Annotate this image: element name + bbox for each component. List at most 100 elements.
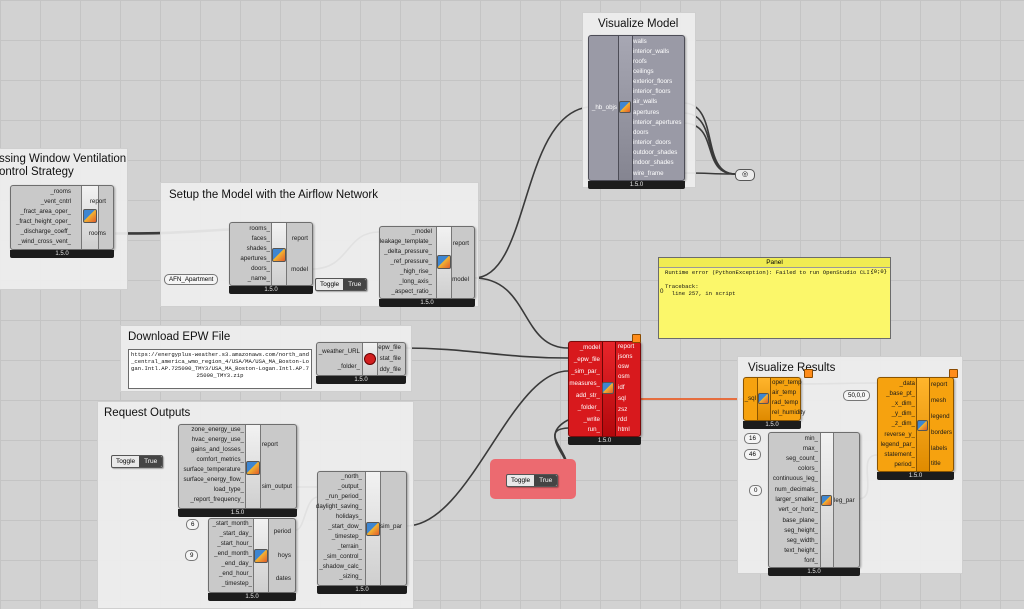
input-rooms[interactable]: _rooms (50, 188, 71, 195)
input-data[interactable]: _data (899, 380, 915, 387)
sim-output-component[interactable]: zone_energy_use_ hvac_energy_use_ gains_… (178, 424, 297, 517)
input-timestep[interactable]: _timestep_ (331, 533, 362, 540)
input-zone-energy[interactable]: zone_energy_use_ (191, 426, 244, 433)
input-add-str[interactable]: add_str_ (575, 392, 600, 399)
input-reverse-y[interactable]: reverse_y_ (884, 431, 915, 438)
input-end-hour[interactable]: _end_hour_ (218, 570, 252, 577)
output-report[interactable]: report (931, 381, 948, 388)
input-base-pt[interactable]: _base_pt_ (886, 390, 915, 397)
afn-model-component[interactable]: _model leakage_template_ _delta_pressure… (379, 226, 475, 307)
min-param[interactable]: 16 (744, 433, 761, 444)
input-seg-height[interactable]: seg_height_ (784, 527, 818, 534)
preview-relay[interactable]: ◎ (735, 169, 755, 181)
input-sizing[interactable]: _sizing_ (339, 573, 362, 580)
input-larger-smaller[interactable]: larger_smaller_ (775, 496, 818, 503)
output-air-temp[interactable]: air_temp (772, 389, 797, 396)
input-doors[interactable]: doors_ (251, 265, 270, 272)
input-terrain[interactable]: _terrain_ (337, 543, 362, 550)
visualize-model-component[interactable]: _hb_objs walls interior_walls roofs ceil… (588, 35, 685, 189)
output-hoys[interactable]: hoys (277, 552, 291, 559)
recolor-mesh-component[interactable]: _data _base_pt_ _x_dim_ _y_dim_ _z_dim_ … (877, 377, 954, 480)
input-vert-or-horiz[interactable]: vert_or_horiz_ (778, 506, 818, 513)
output-mesh[interactable]: mesh (931, 397, 947, 404)
input-start-day[interactable]: _start_day_ (219, 530, 252, 537)
input-name[interactable]: _name_ (247, 275, 270, 282)
input-text-height[interactable]: text_height_ (784, 547, 818, 554)
output-interior-apertures[interactable]: interior_apertures (633, 119, 682, 126)
input-legend-par[interactable]: legend_par_ (880, 441, 915, 448)
output-sql[interactable]: sql (618, 395, 626, 402)
run-simulation-component[interactable]: _model _epw_file _sim_par_ measures_ add… (568, 341, 641, 445)
outputs-toggle[interactable]: Toggle True (111, 455, 164, 468)
output-jsons[interactable]: jsons (618, 353, 633, 360)
input-epw-file[interactable]: _epw_file (573, 356, 600, 363)
output-rooms[interactable]: rooms (88, 230, 106, 237)
output-legend[interactable]: legend (931, 413, 950, 420)
output-rad-temp[interactable]: rad_temp (772, 399, 799, 406)
input-sql[interactable]: _sql (744, 395, 756, 402)
download-weather-component[interactable]: _weather_URL _folder_ epw_file stat_file… (316, 342, 406, 384)
input-max[interactable]: max_ (802, 445, 818, 452)
input-surface-temperature[interactable]: surface_temperature_ (183, 466, 244, 473)
output-interior-doors[interactable]: interior_doors (633, 139, 671, 146)
input-shadow-calc[interactable]: _shadow_calc_ (319, 563, 362, 570)
output-walls[interactable]: walls (633, 38, 647, 45)
input-shades[interactable]: shades_ (246, 245, 270, 252)
input-daylight-saving[interactable]: daylight_saving_ (315, 503, 362, 510)
input-aspect-ratio[interactable]: _aspect_ratio_ (391, 288, 432, 295)
input-run-period[interactable]: _run_period_ (325, 493, 362, 500)
input-timestep[interactable]: _timestep_ (221, 580, 252, 587)
input-seg-count[interactable]: seg_count_ (786, 455, 818, 462)
output-epw-file[interactable]: epw_file (378, 344, 401, 351)
legend-par-component[interactable]: min_ max_ seg_count_ colors_ continuous_… (768, 432, 860, 576)
input-sim-control[interactable]: _sim_control_ (323, 553, 362, 560)
input-long-axis[interactable]: _long_axis_ (398, 278, 432, 285)
toggle-value[interactable]: True (534, 475, 558, 486)
input-folder[interactable]: _folder_ (577, 404, 600, 411)
output-report[interactable]: report (261, 441, 278, 448)
run-period-component[interactable]: _start_month_ _start_day_ _start_hour_ _… (208, 518, 296, 601)
room-from-solid-component[interactable]: rooms_ faces_ shades_ apertures_ doors_ … (229, 222, 313, 294)
input-wind-cross-vent[interactable]: _wind_cross_vent_ (18, 238, 71, 245)
input-gains-losses[interactable]: gains_and_losses_ (191, 446, 244, 453)
input-min[interactable]: min_ (804, 435, 818, 442)
input-hb-objs[interactable]: _hb_objs (591, 104, 617, 111)
input-delta-pressure[interactable]: _delta_pressure_ (384, 248, 432, 255)
output-model[interactable]: model (452, 276, 469, 283)
input-load-type[interactable]: load_type_ (213, 486, 244, 493)
input-model[interactable]: _model (579, 344, 600, 351)
read-results-component[interactable]: _sql oper_temp air_temp rad_temp rel_hum… (743, 377, 805, 429)
input-surface-energy-flow[interactable]: surface_energy_flow_ (183, 476, 244, 483)
output-wire-frame[interactable]: wire_frame (633, 170, 664, 177)
output-sim-par[interactable]: sim_par (379, 523, 402, 530)
input-fract-area[interactable]: _fract_area_oper_ (20, 208, 71, 215)
output-borders[interactable]: borders (931, 429, 952, 436)
output-indoor-shades[interactable]: indoor_shades (633, 159, 674, 166)
input-sim-par[interactable]: _sim_par_ (571, 368, 600, 375)
toggle-value[interactable]: True (343, 279, 367, 290)
output-report[interactable]: report (618, 343, 635, 350)
input-fract-height[interactable]: _fract_height_oper_ (15, 218, 71, 225)
input-faces[interactable]: faces_ (251, 235, 270, 242)
output-roofs[interactable]: roofs (633, 58, 647, 65)
input-x-dim[interactable]: _x_dim_ (891, 400, 915, 407)
output-report[interactable]: report (89, 198, 106, 205)
output-report[interactable]: report (452, 240, 469, 247)
input-model[interactable]: _model (411, 228, 432, 235)
output-rdd[interactable]: rdd (618, 416, 627, 423)
output-ddy-file[interactable]: ddy_file (379, 366, 401, 373)
toggle-value[interactable]: True (139, 456, 163, 467)
input-holidays[interactable]: holidays_ (335, 513, 362, 520)
input-apertures[interactable]: apertures_ (240, 255, 270, 262)
input-comfort-metrics[interactable]: comfort_metrics_ (196, 456, 244, 463)
input-statement[interactable]: statement_ (884, 451, 915, 458)
input-continuous-leg[interactable]: continuous_leg_ (772, 475, 818, 482)
output-oper-temp[interactable]: oper_temp (772, 379, 802, 386)
input-font[interactable]: font_ (804, 557, 818, 564)
output-title[interactable]: title (931, 460, 941, 467)
input-y-dim[interactable]: _y_dim_ (891, 410, 915, 417)
input-seg-width[interactable]: seg_width_ (786, 537, 818, 544)
output-labels[interactable]: labels (931, 445, 948, 452)
output-sim-output[interactable]: sim_output (261, 483, 292, 490)
epw-url-panel[interactable]: https://energyplus-weather.s3.amazonaws.… (128, 349, 312, 389)
